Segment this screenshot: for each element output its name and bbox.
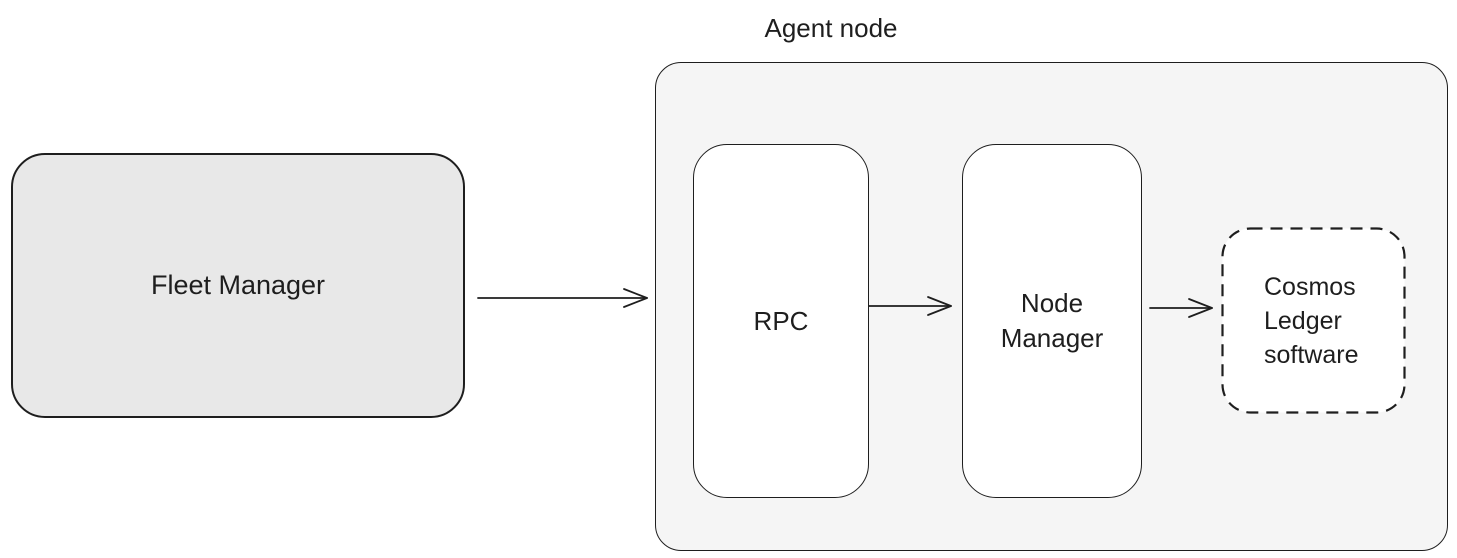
node-cosmos-ledger-software: Cosmos Ledger software [1221,227,1406,414]
rpc-label: RPC [753,305,809,336]
agent-node-group-label: Agent node [764,13,898,43]
node-manager-label: Node Manager [1000,288,1104,353]
dashed-border-outline [1221,227,1406,414]
node-rpc: RPC [693,144,869,498]
fleet-manager-label: Fleet Manager [150,270,326,300]
cosmos-ledger-label: Cosmos Ledger software [1264,272,1359,369]
dashed-rect [1221,227,1406,414]
arrow-fleet-manager-to-agent-node [477,288,648,308]
node-node-manager: Node Manager [962,144,1142,498]
node-fleet-manager: Fleet Manager [11,153,465,418]
